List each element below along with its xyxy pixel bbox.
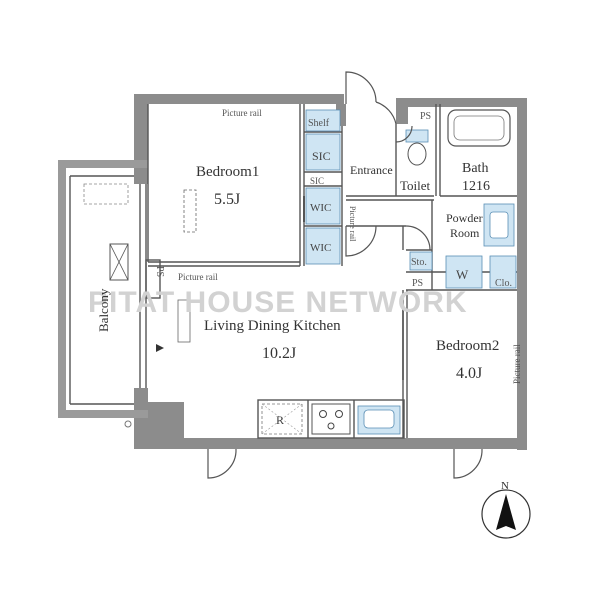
doors	[207, 71, 483, 479]
wic2-closet	[305, 227, 341, 265]
wic2-label: WIC	[310, 242, 331, 254]
ps-balcony-label: PS	[154, 266, 165, 277]
interior-walls	[69, 104, 517, 439]
compass: N	[481, 480, 531, 539]
fixture-labels: Shelf SIC SIC WIC WIC PS PS PS Sto. W Cl…	[154, 108, 522, 427]
sto-closet	[409, 251, 433, 271]
powder-room-line2: Room	[450, 226, 480, 240]
room-labels: Bedroom1 5.5J Living Dining Kitchen 10.2…	[96, 161, 499, 382]
sic-closet	[305, 133, 341, 171]
ps-top-label: PS	[420, 111, 431, 122]
bedroom2-name: Bedroom2	[436, 338, 499, 354]
picture-rail-wic: Picture rail	[348, 206, 357, 242]
entrance-arrow-icon	[156, 344, 164, 352]
washer-label: W	[456, 267, 469, 282]
fridge-label: R	[276, 413, 284, 427]
toilet-name: Toilet	[400, 178, 431, 193]
ac-outdoor-unit	[109, 243, 129, 281]
entrance-name: Entrance	[350, 163, 393, 177]
ldk-name: Living Dining Kitchen	[204, 318, 341, 334]
sic-label: SIC	[312, 149, 331, 163]
bedroom2-size: 4.0J	[456, 365, 482, 382]
shoe-label: SIC	[310, 176, 324, 186]
bedroom1-name: Bedroom1	[196, 164, 259, 180]
shelf-closet	[305, 109, 341, 132]
compass-arrow-icon	[496, 494, 516, 530]
compass-letter: N	[501, 480, 509, 492]
bathtub	[447, 109, 511, 147]
bath-size: 1216	[462, 179, 490, 194]
fixtures	[83, 109, 517, 435]
ps-bottom-label: PS	[412, 278, 423, 289]
bedroom1-size: 5.5J	[214, 191, 240, 208]
fridge-space	[261, 403, 303, 435]
toilet-fixture	[405, 129, 429, 143]
shelf-label: Shelf	[308, 118, 330, 129]
picture-rail-ldk: Picture rail	[178, 272, 218, 282]
clo-closet	[489, 255, 517, 289]
ldk-size: 10.2J	[262, 345, 296, 362]
watermark: PITAT HOUSE NETWORK	[88, 286, 468, 319]
washer	[445, 255, 483, 289]
exterior-walls	[58, 94, 527, 450]
powder-room-line1: Powder	[446, 211, 483, 225]
balcony-name: Balcony	[96, 288, 111, 332]
clo-label: Clo.	[495, 278, 512, 289]
picture-rail-bedroom1: Picture rail	[222, 108, 262, 118]
wic1-label: WIC	[310, 202, 331, 214]
picture-rail-bedroom2: Picture rail	[512, 344, 522, 384]
bath-name: Bath	[462, 161, 488, 176]
sto-label: Sto.	[411, 257, 427, 268]
wic1-closet	[305, 187, 341, 225]
